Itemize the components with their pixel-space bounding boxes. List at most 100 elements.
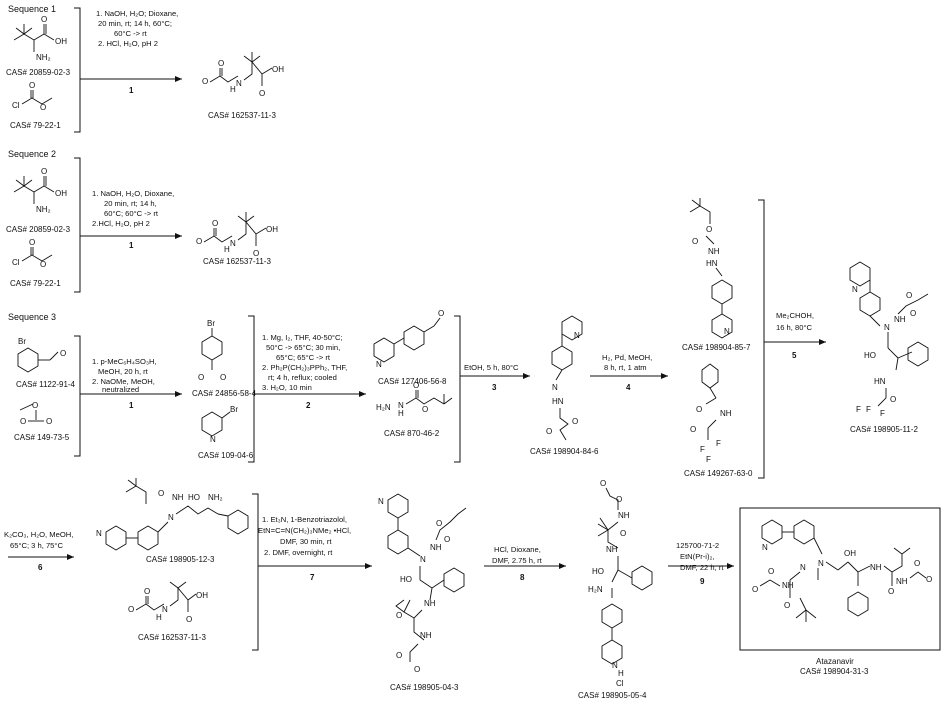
step-number: 9 [700, 577, 705, 586]
cas-label: CAS# 198904-84-6 [530, 447, 599, 456]
atom-o: O [768, 567, 774, 576]
cas-label: CAS# 79-22-1 [10, 121, 61, 130]
cas-label: CAS# 109-04-6 [198, 451, 254, 460]
atom-nh: NH [606, 545, 618, 554]
cas-label: CAS# 162537-11-3 [208, 111, 276, 120]
arrow-head [67, 554, 74, 560]
cas-label: CAS# 24856-58-4 [192, 389, 257, 398]
atom-oh: OH [266, 225, 278, 234]
condition-line: 65°C; 65°C -> rt [276, 353, 331, 362]
reactant-bracket [248, 315, 255, 463]
atom-o: O [158, 489, 164, 498]
atom-o: O [32, 401, 38, 410]
condition-line: 60°C; 60°C -> rt [104, 209, 159, 218]
step-number: 1 [129, 241, 134, 250]
condition-line: 125700-71-2 [676, 541, 719, 550]
atom-nh2: NH₂ [36, 205, 51, 214]
atom-o: O [444, 535, 450, 544]
atom-n: N [724, 327, 730, 336]
atom-hn: HN [552, 397, 564, 406]
atom-o: O [784, 601, 790, 610]
atom-o: O [20, 417, 26, 426]
atom-o: O [546, 427, 552, 436]
cas-label: CAS# 870-46-2 [384, 429, 440, 438]
cas-label: CAS# 20859-02-3 [6, 225, 71, 234]
condition-line: 60°C -> rt [114, 29, 148, 38]
atom-h: H [618, 669, 624, 678]
condition-line: Me₂CHOH, [776, 311, 814, 320]
step-number: 5 [792, 351, 797, 360]
atom-o: O [752, 585, 758, 594]
condition-line: 1. Mg, I₂, THF, 40-50°C; [262, 333, 343, 342]
condition-line: 16 h, 80°C [776, 323, 812, 332]
boc-protected-precursor-structure: N N NH O O HO NH O NH O O [378, 493, 467, 674]
atom-h2n: H₂N [376, 403, 391, 412]
atom-f: F [716, 439, 721, 448]
atom-nh: NH [720, 409, 732, 418]
condition-line: 2. DMF, overnight, rt [264, 548, 333, 557]
atom-o: O [218, 59, 224, 68]
atom-n: N [398, 401, 404, 410]
arrow-head [365, 563, 372, 569]
atom-f: F [866, 405, 871, 414]
atom-o: O [696, 405, 702, 414]
atom-f: F [706, 455, 711, 464]
atom-o: O [259, 89, 265, 98]
atom-n: N [852, 285, 858, 294]
cas-label: CAS# 20859-02-3 [6, 68, 71, 77]
atom-o: O [40, 260, 46, 269]
atom-n: N [96, 529, 102, 538]
condition-line: 1. p-MeC₆H₄SO₃H, [92, 357, 157, 366]
atazanavir-structure: N N N OH NH O NH O O NH O O O [752, 519, 932, 622]
trifluoroacetyl-intermediate-structure: N N NH O O HO HN O F F F [849, 261, 929, 418]
condition-line: 2. HCl, H₂O, pH 2 [98, 39, 158, 48]
atom-h: H [156, 613, 162, 622]
step-number: 1 [129, 86, 134, 95]
atom-o: O [890, 395, 896, 404]
bromobenzaldehyde-structure: Br O [17, 337, 66, 373]
cas-label: CAS# 162537-11-3 [138, 633, 206, 642]
cas-label: CAS# 198905-05-4 [578, 691, 647, 700]
atom-oh: OH [55, 37, 67, 46]
condition-line: 20 min, rt; 14 h, [104, 199, 157, 208]
trifluoroacetyl-epoxide-structure: O NH O F F F [690, 363, 732, 464]
atom-f: F [856, 405, 861, 414]
atom-n: N [376, 360, 382, 369]
condition-line: neutralized [102, 385, 139, 394]
condition-line: 1. NaOH, H₂O; Dioxane, [96, 9, 178, 18]
atom-br: Br [207, 319, 215, 328]
atom-o: O [926, 575, 932, 584]
condition-line: EtN(Pr-i)₂, [680, 552, 715, 561]
atom-o: O [706, 225, 712, 234]
cas-label: CAS# 162537-11-3 [203, 257, 271, 266]
cas-label: CAS# 127406-56-8 [378, 377, 447, 386]
atom-o: O [196, 237, 202, 246]
atom-oh: OH [55, 189, 67, 198]
atom-o: O [60, 349, 66, 358]
cas-label: CAS# 149267-63-0 [684, 469, 753, 478]
step-number: 4 [626, 383, 631, 392]
cas-label: CAS# 198905-11-2 [850, 425, 918, 434]
atom-br: Br [18, 337, 26, 346]
arrow-head [523, 373, 530, 379]
cas-label: CAS# 198905-12-3 [146, 555, 215, 564]
moc-tert-leucine-structure-3: O O H N OH O [128, 581, 208, 624]
atom-o: O [198, 373, 204, 382]
atom-n: N [210, 435, 216, 444]
atom-f: F [880, 409, 885, 418]
final-product-name: Atazanavir [816, 657, 854, 666]
atom-hn: HN [706, 259, 718, 268]
atom-o: O [888, 587, 894, 596]
atom-o: O [414, 665, 420, 674]
condition-line: 1. NaOH, H₂O, Dioxane, [92, 189, 174, 198]
atom-nh: NH [870, 563, 882, 572]
atom-oh: OH [272, 65, 284, 74]
atom-o: O [413, 381, 419, 390]
condition-line: 2. Ph₂P(CH₂)₃PPh₂, THF, [262, 363, 347, 372]
atom-o: O [29, 238, 35, 247]
arrow-head [175, 391, 182, 397]
atom-nh2: NH₂ [36, 53, 51, 62]
boc-hydrazine-biphenyl-structure: O O NH HN N [689, 198, 733, 339]
step-number: 3 [492, 383, 497, 392]
